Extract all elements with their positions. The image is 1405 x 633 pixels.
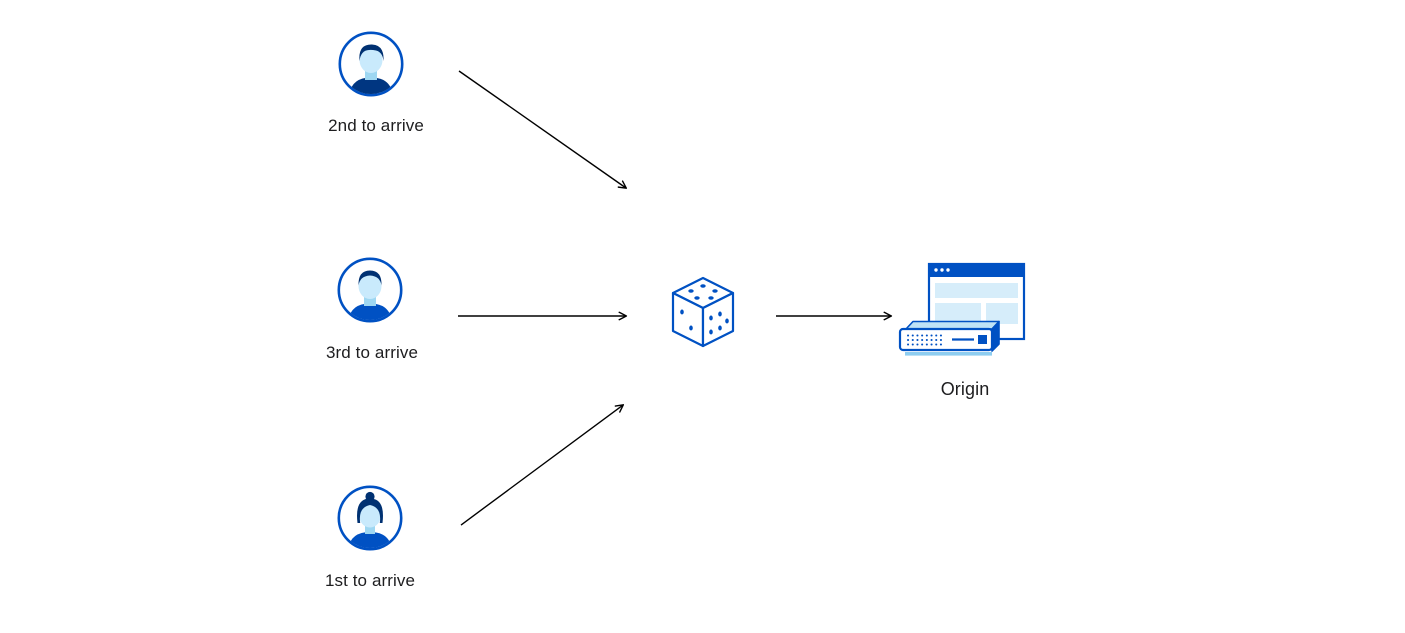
node-label-user-3rd: 3rd to arrive xyxy=(325,343,419,362)
node-user-3rd xyxy=(337,257,403,328)
user-female-avatar-icon xyxy=(337,485,403,551)
arrow-user2-to-dice xyxy=(458,70,628,189)
node-label-user-2nd: 2nd to arrive xyxy=(328,116,424,135)
user-male-avatar-icon xyxy=(338,31,404,97)
dice-icon xyxy=(671,276,735,348)
node-label-user-1st: 1st to arrive xyxy=(324,571,416,590)
node-random-selector xyxy=(669,276,737,355)
node-label-origin: Origin xyxy=(940,379,990,399)
node-origin xyxy=(898,262,1026,365)
arrow-user1-to-dice xyxy=(460,404,625,526)
node-user-2nd xyxy=(338,31,404,102)
user-male-avatar-icon xyxy=(337,257,403,323)
server-icon xyxy=(898,320,1000,356)
node-user-1st xyxy=(337,485,403,556)
origin-server-icon xyxy=(898,262,1026,356)
